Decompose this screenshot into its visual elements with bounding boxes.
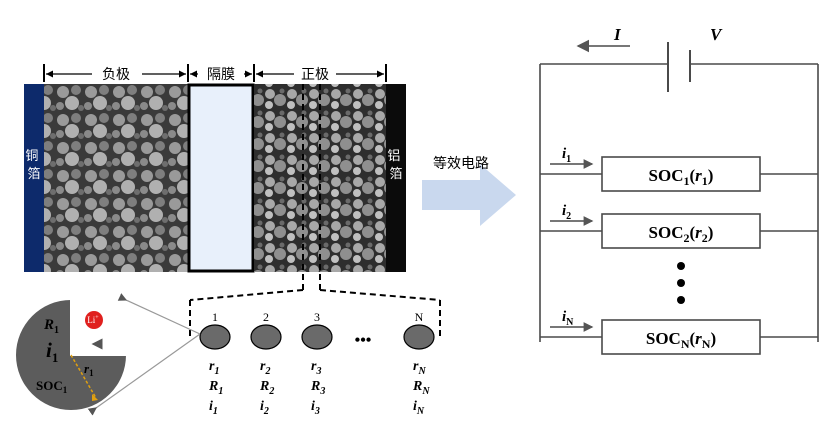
soc-box-label: SOC2(r2) xyxy=(649,223,714,245)
separator xyxy=(187,83,255,273)
particle-param-r: r3 xyxy=(311,359,321,377)
cathode-label: 正极 xyxy=(301,67,329,83)
soc-box-label: SOC1(r1) xyxy=(649,166,714,188)
particle-index: 3 xyxy=(314,310,320,324)
particle-param-i: i1 xyxy=(209,399,218,417)
zoom-bracket xyxy=(189,289,441,338)
circuit-branch: SOC2(r2) i2 xyxy=(540,203,818,249)
li-ion-badge xyxy=(85,311,103,329)
anode-label: 负极 xyxy=(102,67,130,83)
radius-line xyxy=(70,354,97,399)
circuit-ellipsis-dot xyxy=(677,296,685,304)
soc-box xyxy=(601,319,761,355)
particle-detail: Li+ R1 i1 r1 SOC1 xyxy=(16,293,201,416)
particle-param-i: i3 xyxy=(311,399,320,417)
current-label: I xyxy=(613,25,622,44)
circuit-ellipsis-dot xyxy=(677,279,685,287)
aluminum-foil xyxy=(386,84,406,272)
branch-current-label: iN xyxy=(562,309,574,328)
separator-label: 隔膜 xyxy=(207,67,235,83)
soc-box-label: SOCN(rN) xyxy=(646,329,716,351)
particle-param-R: R3 xyxy=(310,379,325,397)
circuit-branch: SOC1(r1) i1 xyxy=(540,146,818,192)
li-badge-text: Li+ xyxy=(87,315,99,325)
particle-param-R: R2 xyxy=(259,379,274,397)
particle-param-r: r1 xyxy=(209,359,219,377)
al-foil-label: 铝 箔 xyxy=(387,149,404,182)
particle-param-r: r2 xyxy=(260,359,270,377)
equivalent-circuit-arrow: 等效电路 xyxy=(422,155,516,226)
cu-foil-label: 铜 箔 xyxy=(25,149,42,182)
chain-ellipsis: ••• xyxy=(355,332,372,349)
chain-particle: NrN RN iN xyxy=(403,310,435,417)
copper-foil xyxy=(24,84,44,272)
particle-param-R: RN xyxy=(412,379,430,397)
particle-param-R: R1 xyxy=(208,379,223,397)
particle-param-i: iN xyxy=(413,399,425,417)
particle-param-i: i2 xyxy=(260,399,269,417)
al-foil-char-1: 铝 xyxy=(387,149,400,164)
particle-ellipse xyxy=(403,324,435,350)
i-label: i1 xyxy=(46,338,58,365)
al-foil-char-2: 箔 xyxy=(389,166,402,182)
soc-box xyxy=(601,156,761,192)
particle-ellipse xyxy=(199,324,231,350)
circuit-ellipsis-dot xyxy=(677,262,685,270)
cu-foil-char-1: 铜 xyxy=(25,149,38,164)
r-label: r1 xyxy=(84,361,94,378)
anode-sem-image xyxy=(44,84,188,272)
arrow-label: 等效电路 xyxy=(433,155,489,172)
particle-index: 1 xyxy=(212,310,218,324)
particle-ellipse xyxy=(301,324,333,350)
soc-box xyxy=(601,213,761,249)
branch-current-label: i2 xyxy=(562,203,571,222)
particle-ellipse xyxy=(250,324,282,350)
R-label: R1 xyxy=(43,317,59,336)
soc-label: SOC1 xyxy=(36,378,68,395)
cu-foil-char-2: 箔 xyxy=(27,166,40,182)
particle-index: 2 xyxy=(263,310,269,324)
voltage-label: V xyxy=(710,25,723,44)
circuit-branch: SOCN(rN) iN xyxy=(540,309,818,355)
particle-param-r: rN xyxy=(413,359,426,377)
electrode-section: 负极 隔膜 正极 铜 箔 铝 箔 xyxy=(24,64,406,290)
branch-current-label: i1 xyxy=(562,146,571,165)
particle-index: N xyxy=(415,310,424,324)
